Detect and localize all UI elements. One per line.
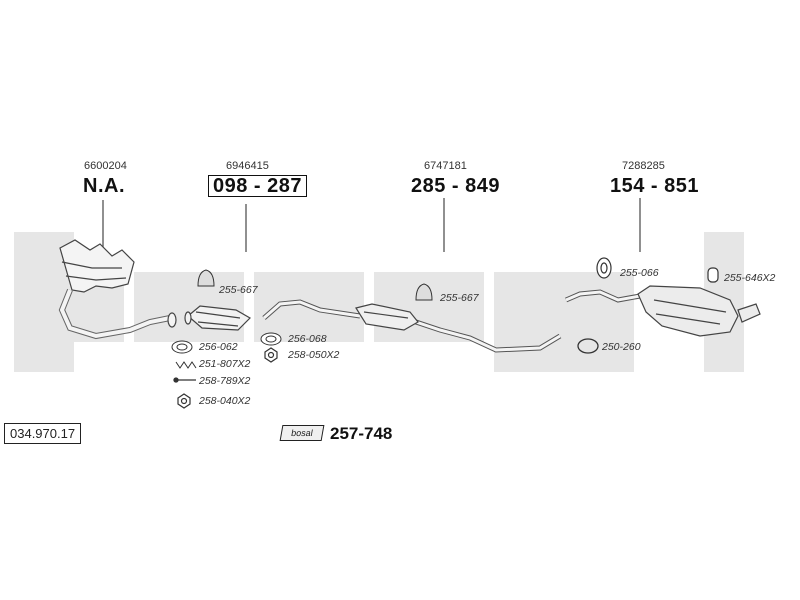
watermark-block: [494, 272, 634, 372]
part-label: 258-040X2: [199, 395, 251, 407]
part-label: 251-807X2: [199, 358, 251, 370]
oe-number: 6600204: [84, 160, 127, 172]
part-number: 154 - 851: [610, 175, 700, 197]
watermark-block: [374, 272, 484, 342]
part-number: 285 - 849: [411, 175, 501, 197]
oe-number: 6946415: [226, 160, 269, 172]
gasket-icon: [171, 340, 193, 354]
middle-silencer: [355, 303, 419, 331]
nut-icon: [177, 393, 191, 409]
watermark-block: [134, 272, 244, 342]
part-label: 255-646X2: [724, 272, 776, 284]
oe-number: 6747181: [424, 160, 467, 172]
part-label: 255-667: [219, 284, 258, 296]
part-number-boxed: 098 - 287: [208, 175, 308, 197]
exhaust-manifold: [58, 239, 177, 340]
part-label: 256-068: [288, 333, 327, 345]
part-number: N.A.: [83, 175, 125, 197]
gasket-icon: [260, 332, 282, 346]
rubber-ring-icon: [707, 267, 719, 283]
rear-silencer: [637, 285, 761, 337]
oe-number: 7288285: [622, 160, 665, 172]
rubber-mount-icon: [197, 269, 215, 287]
rubber-mount-icon: [415, 283, 433, 301]
reference-number: 034.970.17: [4, 423, 82, 444]
nut-icon: [264, 347, 278, 363]
clamp-icon: [577, 338, 599, 354]
rubber-ring-icon: [596, 257, 612, 279]
spring-icon: [175, 361, 197, 369]
catalytic-converter: [184, 305, 251, 331]
bosal-kit-tag: bosal: [279, 425, 325, 441]
part-label: 256-062: [199, 341, 238, 353]
part-label: 258-789X2: [199, 375, 251, 387]
part-label: 255-667: [440, 292, 479, 304]
kit-number: 257-748: [330, 424, 393, 443]
part-label: 250-260: [602, 341, 641, 353]
part-label: 258-050X2: [288, 349, 340, 361]
bolt-icon: [173, 377, 196, 383]
part-label: 255-066: [620, 267, 659, 279]
